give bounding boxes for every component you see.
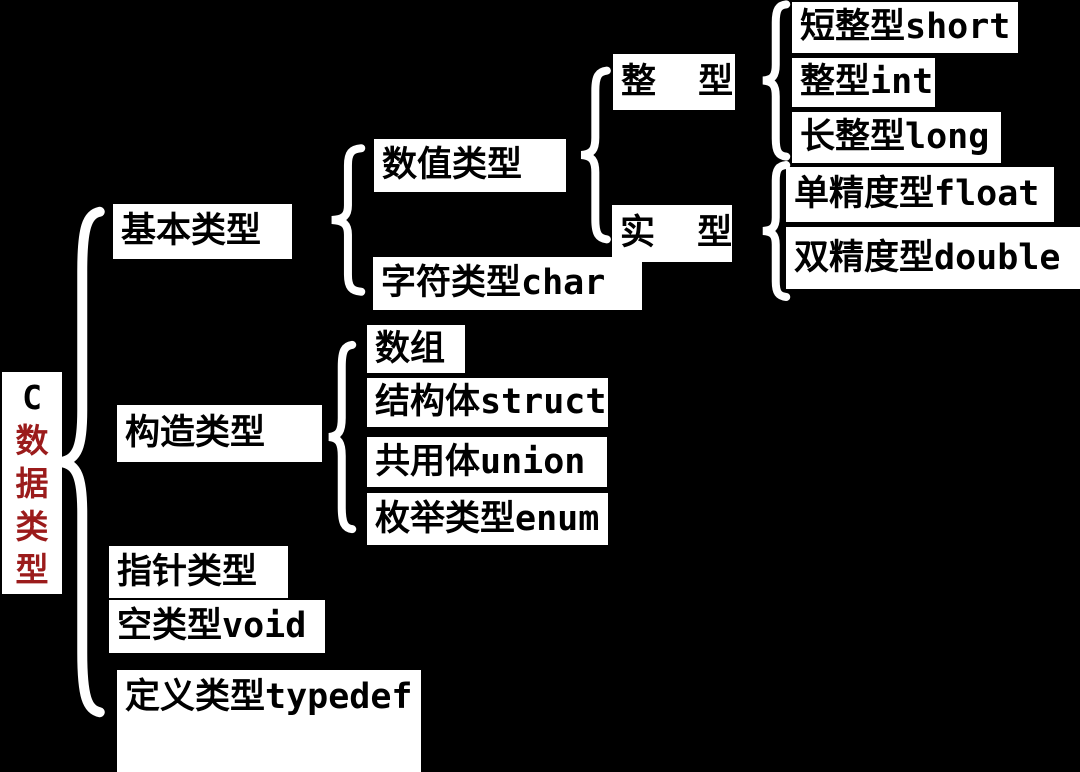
node-double: 双精度型double xyxy=(786,227,1080,289)
node-int: 整型int xyxy=(792,58,935,107)
brace-basic-type xyxy=(328,146,366,294)
node-short: 短整型short xyxy=(792,2,1018,53)
node-long: 长整型long xyxy=(792,112,1001,163)
node-numeric-type: 数值类型 xyxy=(374,139,566,192)
node-char-type: 字符类型char xyxy=(373,257,642,310)
node-basic-type: 基本类型 xyxy=(113,204,292,259)
node-union: 共用体union xyxy=(367,437,607,487)
node-root-c-data-types: C 数据类型 xyxy=(2,372,62,594)
node-real-type: 实 型 xyxy=(612,205,732,262)
node-enum: 枚举类型enum xyxy=(367,493,608,545)
brace-construct-type xyxy=(326,342,356,532)
node-float: 单精度型float xyxy=(786,167,1054,222)
node-struct: 结构体struct xyxy=(367,378,608,427)
brace-numeric-type xyxy=(578,68,611,242)
root-label-datatypes: 数据类型 xyxy=(15,420,49,589)
brace-real-type xyxy=(760,163,790,299)
node-construct-type: 构造类型 xyxy=(117,405,322,462)
node-array: 数组 xyxy=(367,325,465,373)
node-integer-type: 整 型 xyxy=(613,54,735,110)
brace-integer-type xyxy=(760,2,790,159)
root-prefix-c: C xyxy=(22,377,42,417)
node-pointer-type: 指针类型 xyxy=(109,546,288,598)
node-void-type: 空类型void xyxy=(109,600,325,653)
brace-root xyxy=(56,204,106,720)
node-typedef-type: 定义类型typedef xyxy=(117,670,421,772)
